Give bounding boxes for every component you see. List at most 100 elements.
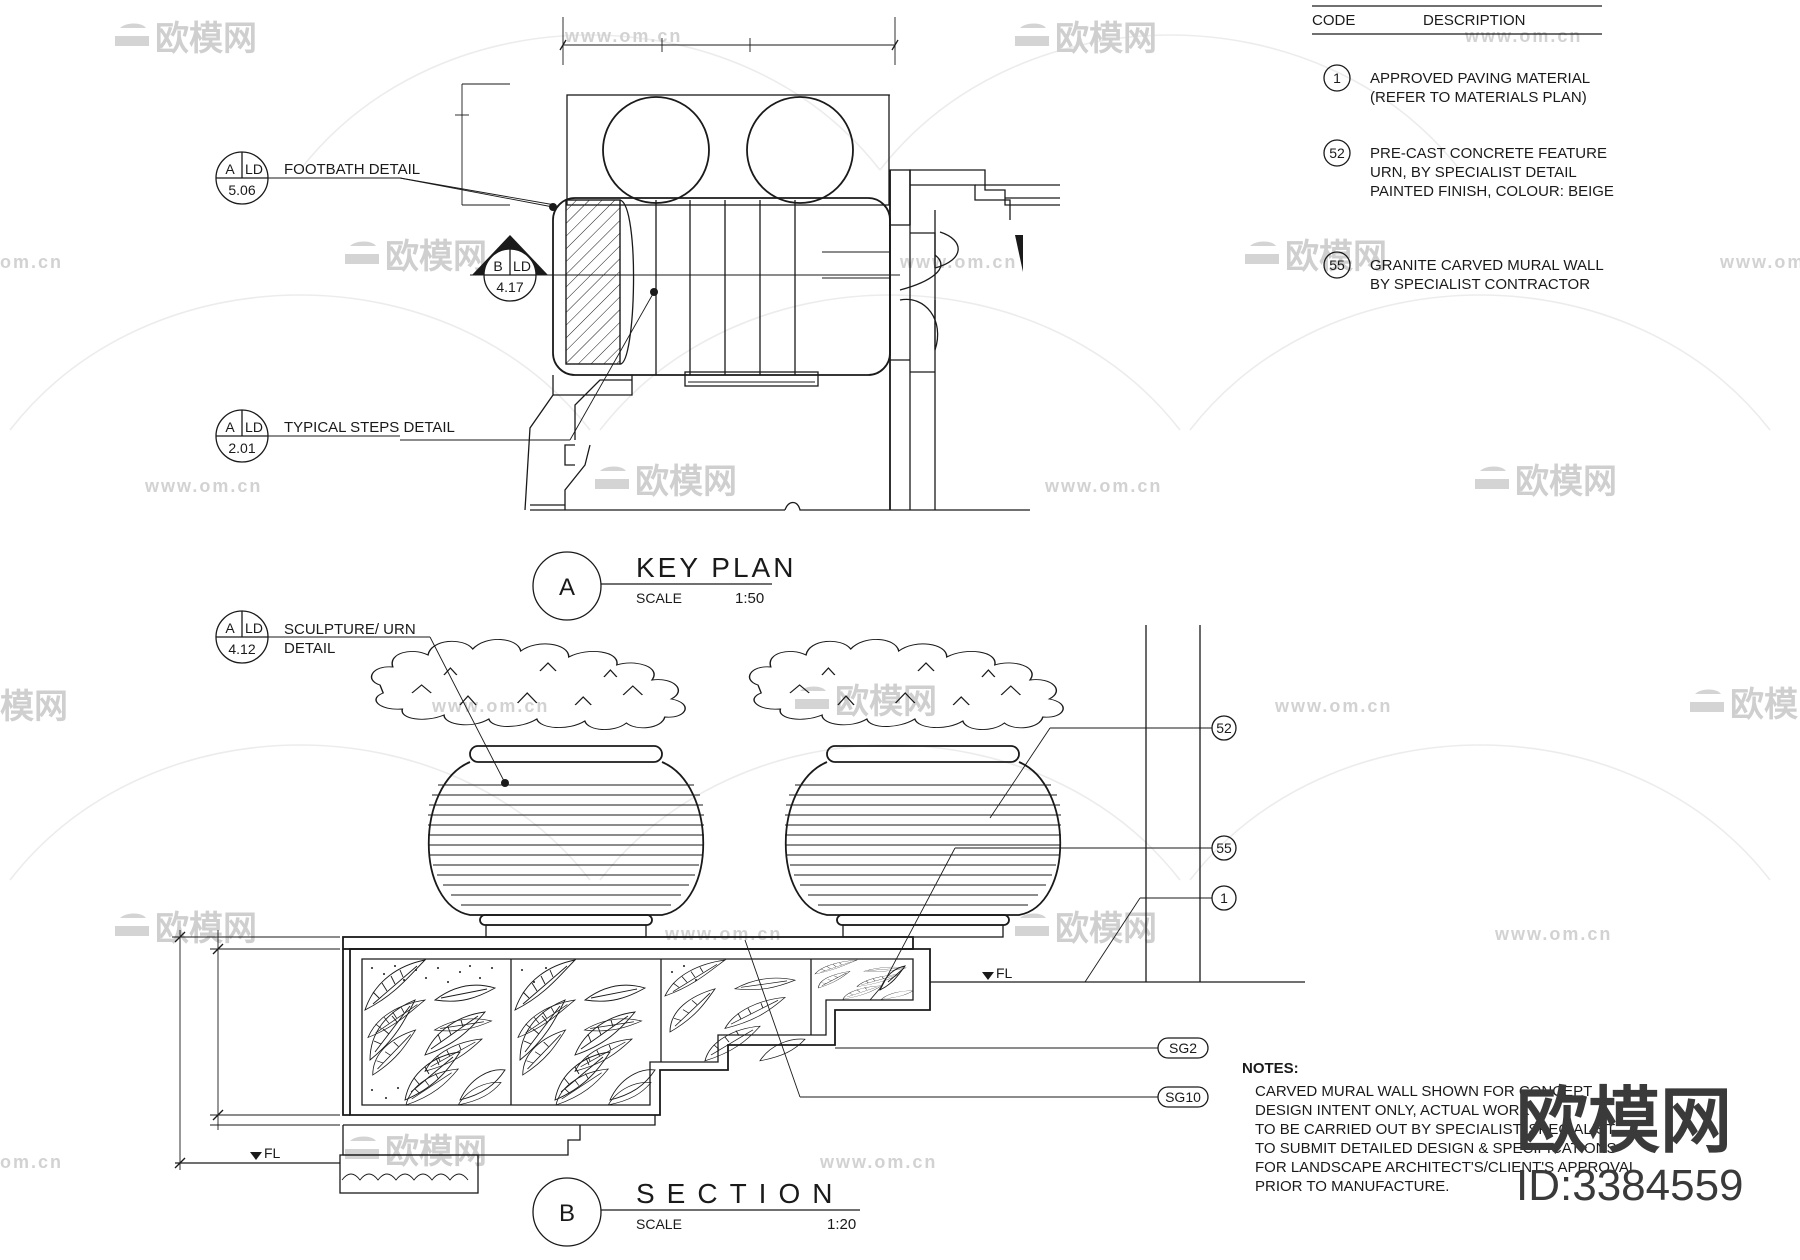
legend-text: APPROVED PAVING MATERIAL	[1370, 70, 1590, 87]
code-tag	[1323, 251, 1351, 279]
watermark-url: www.om.cn	[899, 252, 1017, 272]
title-section: B SECTION SCALE 1:20	[532, 1177, 860, 1247]
callout-ref: LD	[245, 161, 263, 177]
scale-label: SCALE	[636, 590, 682, 606]
notes-block: NOTES: CARVED MURAL WALL SHOWN FOR CONCE…	[1242, 1060, 1637, 1195]
callout-sheet: 2.01	[228, 440, 255, 456]
watermark-url: www.om.cn	[664, 924, 782, 944]
callout-label: SCULPTURE/ URN	[284, 621, 416, 638]
watermark-mark: 欧模网	[1475, 463, 1617, 501]
callout-label: DETAIL	[284, 640, 335, 657]
urn-right	[784, 745, 1062, 938]
key-plan	[399, 17, 1060, 511]
watermark-brand-cut: 模网	[0, 688, 68, 726]
page-title: KEY PLAN	[636, 552, 796, 583]
watermark-layer: 欧模网 欧模网 欧模网 欧模网 欧模网 欧模网 欧模网 欧模网	[0, 20, 1800, 1172]
callout-sheet: 4.17	[496, 279, 523, 295]
watermark-url: www.om.cn	[1494, 924, 1612, 944]
watermark-brand: 欧模网	[155, 20, 257, 58]
fl-label: FL	[264, 1145, 281, 1161]
footbath-hatch	[565, 199, 621, 365]
legend-text: PRE-CAST CONCRETE FEATURE	[1370, 145, 1607, 162]
watermark-url: www.om.cn	[564, 26, 682, 46]
watermark-url: www.om.cn	[431, 696, 549, 716]
watermark-mark: 欧模网	[1690, 686, 1800, 724]
foliage-left	[370, 638, 686, 731]
code-tag-label: 1	[1333, 70, 1341, 86]
callout-footbath: A LD 5.06 FOOTBATH DETAIL	[215, 151, 420, 205]
fl-label: FL	[996, 965, 1013, 981]
watermark-mark: 欧模网	[345, 238, 487, 276]
notes-line: PRIOR TO MANUFACTURE.	[1255, 1178, 1449, 1195]
legend-table: CODE DESCRIPTION 1 APPROVED PAVING MATER…	[1312, 5, 1614, 293]
watermark-url: www.om.cn	[819, 1152, 937, 1172]
notes-line: FOR LANDSCAPE ARCHITECT'S/CLIENT'S APPRO…	[1255, 1159, 1637, 1176]
legend-col-description: DESCRIPTION	[1423, 12, 1526, 29]
page-title: SECTION	[636, 1178, 844, 1209]
brand-id: ID:3384559	[1516, 1161, 1744, 1210]
watermark-brand: 欧模网	[635, 463, 737, 501]
callout-ref: LD	[245, 419, 263, 435]
watermark-mark: 欧模网	[795, 683, 937, 721]
notes-line: TO SUBMIT DETAILED DESIGN & SPECIFICATIO…	[1255, 1140, 1616, 1157]
callout-sheet: 4.12	[228, 641, 255, 657]
code-tag-label: 1	[1220, 890, 1228, 906]
watermark-brand: 欧模网	[1055, 20, 1157, 58]
watermark-mark: 欧模网	[595, 463, 737, 501]
watermark-brand: 欧模网	[1285, 238, 1387, 276]
notes-heading: NOTES:	[1242, 1060, 1299, 1077]
callout-ref: A	[225, 620, 235, 636]
watermark-mark: 欧模网	[1245, 238, 1387, 276]
code-tag-label: 52	[1216, 720, 1232, 736]
tag-52: 52	[1211, 715, 1237, 741]
urn-left	[427, 745, 705, 938]
watermark-url: www.om.cn	[1274, 696, 1392, 716]
watermark-mark: 欧模网	[345, 1133, 487, 1171]
legend-text: URN, BY SPECIALIST DETAIL	[1370, 164, 1577, 181]
code-tag	[1323, 64, 1351, 92]
callout-sculpture: A LD 4.12 SCULPTURE/ URN DETAIL	[215, 610, 509, 787]
tag-1: 1	[1211, 885, 1237, 911]
code-tag-label: 52	[1329, 145, 1345, 161]
tag-sg2: SG2	[1157, 1037, 1209, 1059]
watermark-mark: 欧模网	[115, 910, 257, 948]
legend-item-55: 55 GRANITE CARVED MURAL WALL BY SPECIALI…	[1323, 251, 1604, 293]
brand-logo-text: 欧模网	[1516, 1082, 1732, 1162]
code-tag-label: 55	[1329, 257, 1345, 273]
scale-value: 1:50	[735, 590, 764, 607]
watermark-url: www.om.cn	[144, 476, 262, 496]
watermark-url: om.cn	[0, 1152, 63, 1172]
mural-texture	[371, 965, 697, 1099]
notes-line: CARVED MURAL WALL SHOWN FOR CONCEPT	[1255, 1083, 1592, 1100]
callout-ref: LD	[245, 620, 263, 636]
title-letter: B	[559, 1200, 575, 1227]
callout-ref: LD	[513, 258, 531, 274]
legend-text: GRANITE CARVED MURAL WALL	[1370, 257, 1604, 274]
callout-sheet: 5.06	[228, 182, 255, 198]
watermark-brand: 欧模网	[385, 1133, 487, 1171]
callout-steps: A LD 2.01 TYPICAL STEPS DETAIL	[215, 409, 455, 463]
watermark-mark: 欧模网	[115, 20, 257, 58]
watermark-url: www.om.cn	[1719, 252, 1800, 272]
legend-text: PAINTED FINISH, COLOUR: BEIGE	[1370, 183, 1614, 200]
urn-plan-circle	[602, 96, 710, 204]
watermark-brand: 欧模网	[835, 683, 937, 721]
legend-text: BY SPECIALIST CONTRACTOR	[1370, 276, 1590, 293]
tag-55: 55	[1211, 835, 1237, 861]
watermark-url: om.cn	[0, 252, 63, 272]
watermark-url: www.om.cn	[1044, 476, 1162, 496]
callout-ref: A	[225, 161, 235, 177]
legend-col-code: CODE	[1312, 12, 1355, 29]
watermark-brand: 欧模网	[155, 910, 257, 948]
sg-tag-label: SG10	[1165, 1089, 1201, 1105]
watermark-brand: 欧模网	[1055, 910, 1157, 948]
notes-line: TO BE CARRIED OUT BY SPECIALIST. SPECIAL…	[1255, 1121, 1615, 1138]
watermark-mark: 欧模网	[1015, 910, 1157, 948]
code-tag	[1323, 139, 1351, 167]
title-letter: A	[559, 574, 575, 601]
watermark-brand: 欧模网	[1730, 686, 1800, 724]
legend-text: (REFER TO MATERIALS PLAN)	[1370, 89, 1587, 106]
watermark-brand: 欧模网	[385, 238, 487, 276]
callout-ref: B	[493, 258, 502, 274]
